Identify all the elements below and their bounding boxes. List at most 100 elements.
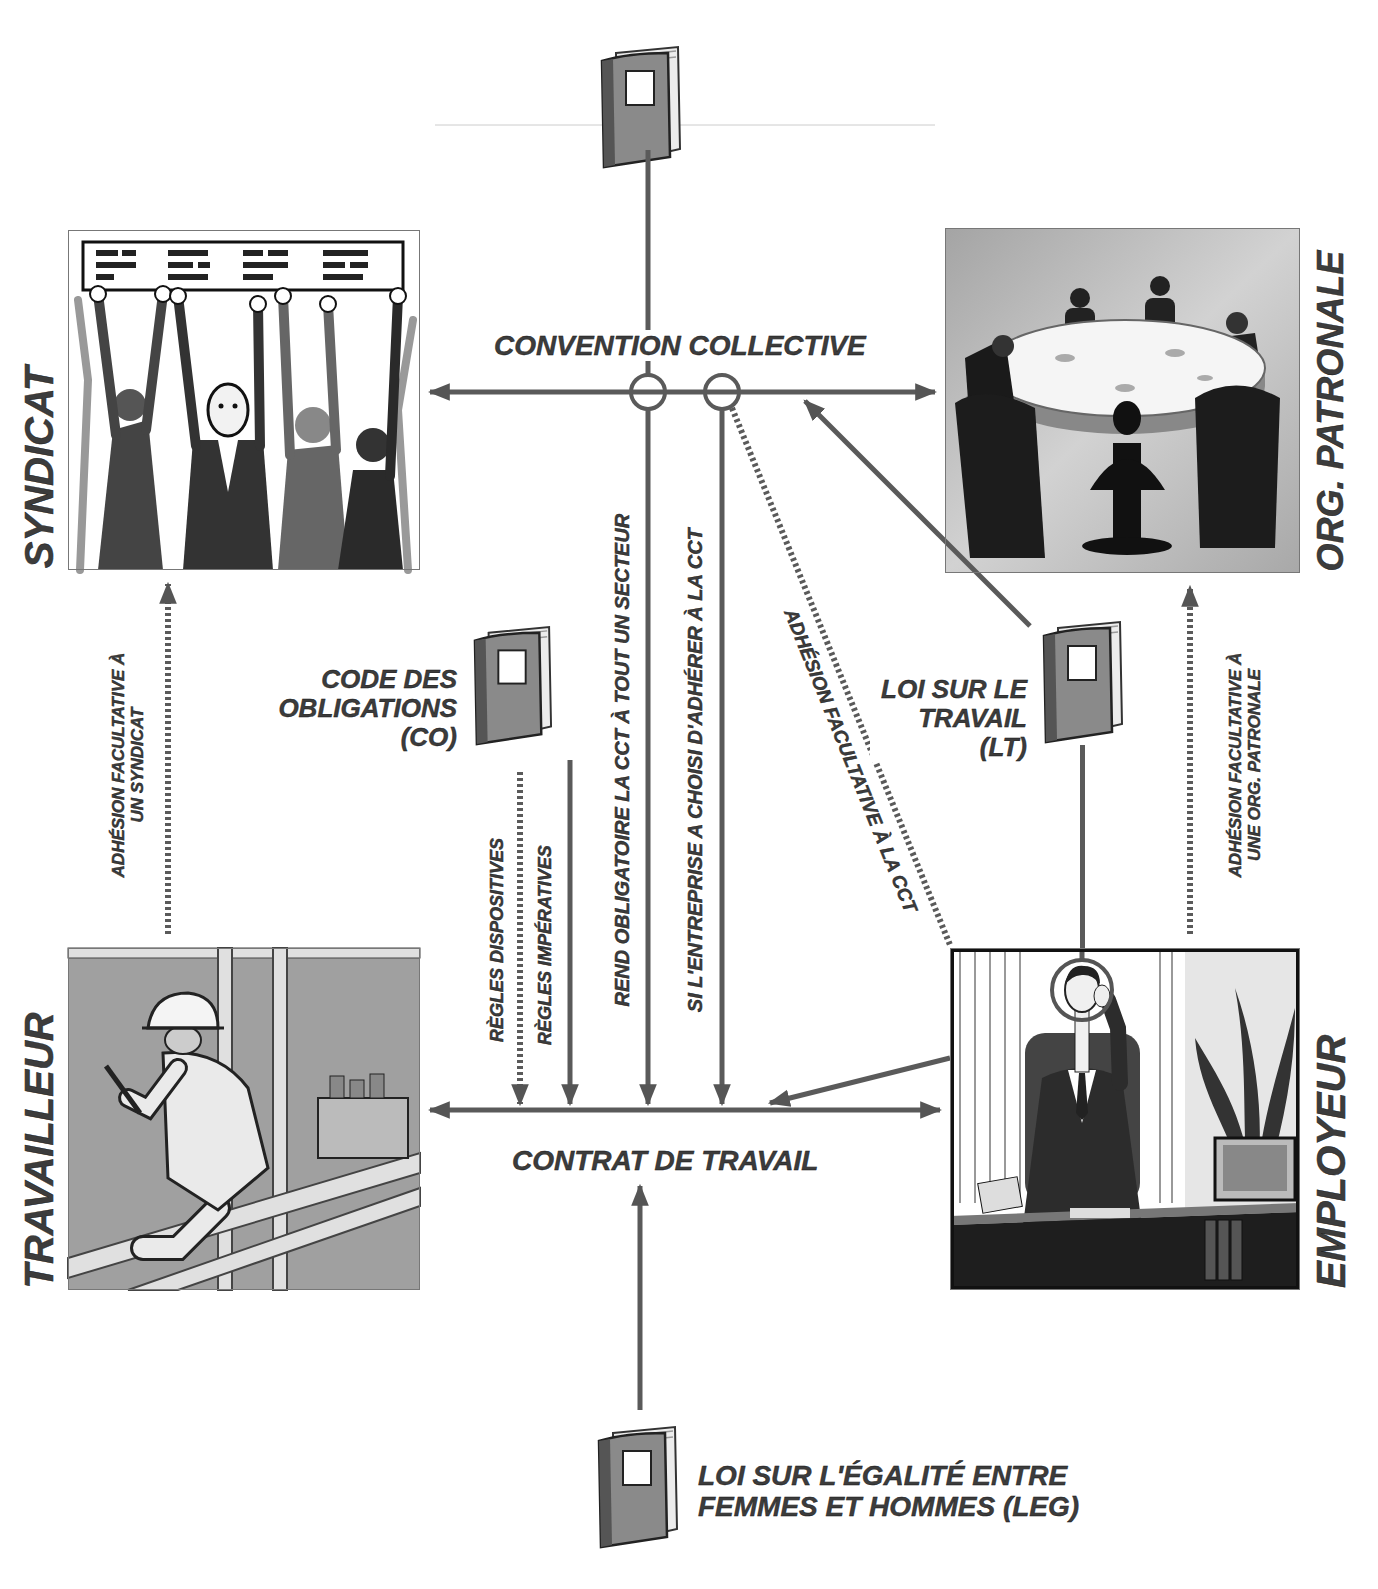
worker-illustration: [106, 1066, 140, 1113]
union-illustration: [155, 286, 171, 302]
worker-illustration: [128, 1068, 178, 1108]
employer-illustration: [1185, 948, 1300, 1208]
employer-illustration: [1065, 966, 1100, 986]
union-illustration: [233, 404, 238, 409]
worker-illustration: [350, 1080, 364, 1098]
worker-illustration: [330, 1076, 344, 1098]
union-illustration: [323, 250, 368, 256]
book-icon: [475, 627, 551, 744]
arrow-label: REND OBLIGATOIRE LA CCT À TOUT UN SECTEU…: [611, 511, 633, 1010]
node-heading: SYNDICAT: [17, 364, 62, 571]
employers-illustration: [1115, 384, 1135, 392]
employer-illustration: [1231, 1220, 1242, 1280]
union-illustration: [243, 274, 273, 280]
arrow-label: RÈGLES DISPOSITIVES: [487, 835, 507, 1045]
union-illustration: [208, 384, 248, 436]
employers-illustration: [1055, 349, 1213, 392]
worker-illustration: [68, 948, 420, 1290]
employers-illustration: [955, 394, 1045, 558]
employers-illustration: [1197, 375, 1213, 381]
union-illustration: [250, 296, 266, 312]
union-illustration: [90, 286, 106, 302]
arrow-line: [770, 1058, 950, 1103]
arrow-line: [805, 401, 1030, 626]
employers-illustration: [1055, 354, 1075, 362]
employers-illustration: [1082, 537, 1172, 555]
union-illustration: [90, 286, 406, 312]
worker-illustration: [370, 1074, 384, 1098]
union-illustration: [96, 262, 136, 268]
union-illustration: [218, 440, 238, 492]
dotted-connector: [1187, 587, 1193, 934]
union-illustration: [98, 294, 163, 435]
employers-illustration: [992, 335, 1014, 357]
node-heading: TRAVAILLEUR: [17, 1009, 62, 1291]
employer-illustration: [1205, 1220, 1242, 1280]
union-illustration: [323, 274, 363, 280]
book-icon: CODE DES OBLIGATIONS (CO): [470, 625, 555, 747]
employers-illustration: [1150, 276, 1170, 296]
employer-illustration: [1223, 1145, 1287, 1191]
employers-illustration: [1113, 443, 1141, 543]
union-illustration: [96, 250, 368, 280]
book-icon: LOI SUR L'ÉGALITÉ ENTRE FEMMES ET HOMMES…: [595, 1425, 680, 1550]
employers-illustration: [1226, 312, 1248, 334]
employers-illustration: [1070, 288, 1090, 308]
union-illustration: [320, 296, 336, 312]
worker-illustration: [128, 1068, 178, 1108]
book-label: LOI SUR L'ÉGALITÉ ENTRE FEMMES ET HOMMES…: [695, 1460, 1175, 1523]
book-label: CODE DES OBLIGATIONS (CO): [255, 665, 460, 752]
arrow-line: [646, 409, 651, 1104]
union-illustration: [243, 250, 263, 256]
union-illustration: [78, 300, 88, 570]
connector: [430, 390, 935, 395]
picture-box: TRAVAILLEUR: [68, 948, 420, 1290]
union-illustration: [275, 288, 291, 304]
edge-label: ADHÉSION FACULTATIVE À UN SYNDICAT: [109, 640, 147, 890]
arrow-label: SI L'ENTREPRISE A CHOISI D'ADHÉRER À LA …: [684, 525, 706, 1015]
union-illustration: [68, 230, 420, 570]
arrow-line: [517, 772, 523, 1104]
dotted-connector: [165, 584, 171, 934]
union-illustration: [168, 262, 193, 268]
employer-illustration: [1076, 1073, 1088, 1120]
union-illustration: [183, 440, 273, 570]
union-illustration: [268, 250, 288, 256]
employer-illustration: [1068, 1070, 1096, 1123]
arrow-line: [568, 760, 573, 1104]
employer-illustration: [952, 950, 1298, 1288]
union-illustration: [219, 404, 224, 409]
union-illustration: [283, 296, 336, 455]
edge-label: ADHÉSION FACULTATIVE À UNE ORG. PATRONAL…: [1226, 635, 1264, 895]
worker-illustration: [142, 1027, 224, 1030]
union-illustration: [356, 428, 390, 462]
employers-illustration: [945, 228, 1300, 573]
book-label: LOI SUR LE TRAVAIL (LT): [870, 675, 1030, 762]
union-illustration: [295, 407, 331, 443]
arrow-label: RÈGLES IMPÉRATIVES: [535, 842, 555, 1048]
union-illustration: [338, 470, 403, 570]
worker-illustration: [143, 1208, 218, 1248]
employer-illustration: [974, 948, 976, 1203]
employer-illustration: [1195, 988, 1295, 1198]
union-illustration: [122, 250, 136, 256]
employers-illustration: [1113, 401, 1141, 435]
employer-illustration: [978, 1177, 1023, 1213]
union-illustration: [96, 250, 118, 256]
union-illustration: [390, 296, 398, 476]
worker-illustration: [165, 1026, 201, 1054]
employer-illustration: [950, 948, 1300, 1290]
connector: [1080, 745, 1085, 948]
employer-illustration: [1108, 1000, 1120, 1083]
picture-box: ORG. PATRONALE: [945, 228, 1300, 573]
employers-illustration: [1165, 349, 1185, 357]
arrow-line: [720, 409, 725, 1104]
worker-illustration: [318, 1098, 408, 1158]
book-icon: [599, 1427, 677, 1547]
employer-illustration: [1019, 948, 1021, 1203]
employer-illustration: [1205, 1220, 1216, 1280]
employer-illustration: [950, 948, 1300, 1290]
employer-illustration: [1070, 1208, 1130, 1218]
union-illustration: [390, 288, 406, 304]
